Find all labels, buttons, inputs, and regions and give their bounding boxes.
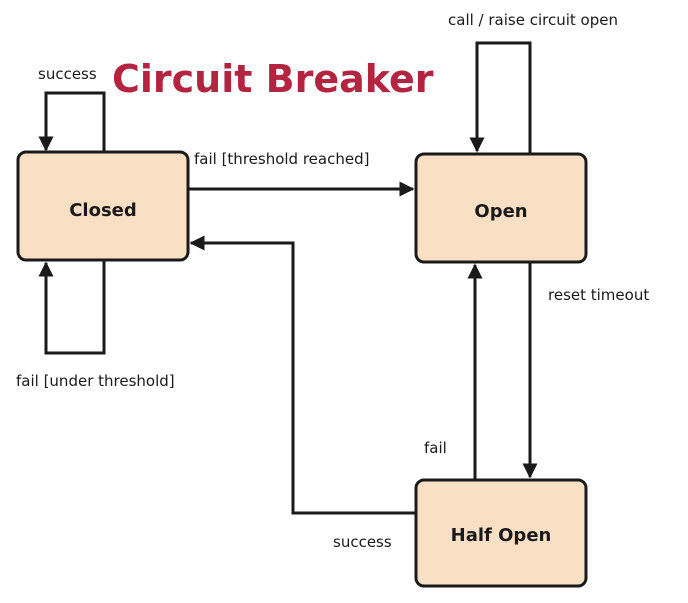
diagram-title: Circuit Breaker: [112, 57, 434, 101]
edge-half-open-to-closed: [189, 235, 416, 515]
edge-closed-self-fail: [38, 260, 106, 355]
state-closed: Closed: [16, 150, 190, 262]
state-half-open-label: Half Open: [451, 525, 552, 546]
edge-label-closed-to-open: fail [threshold reached]: [194, 150, 369, 168]
state-open-box: [414, 152, 588, 264]
edge-label-half-open-to-open: fail: [424, 439, 447, 457]
edge-label-closed-self-fail: fail [under threshold]: [16, 372, 175, 390]
state-half-open: Half Open: [414, 478, 588, 588]
state-closed-label: Closed: [69, 200, 137, 221]
state-open-label: Open: [474, 201, 527, 222]
edge-open-self: [469, 41, 532, 154]
state-open: Open: [414, 152, 588, 264]
edge-closed-self-success: [38, 91, 106, 152]
edge-label-open-self: call / raise circuit open: [448, 11, 618, 29]
state-half-open-box: [414, 478, 588, 588]
edge-label-open-to-half-open: reset timeout: [548, 286, 649, 304]
edge-label-closed-self-success: success: [38, 65, 97, 83]
edge-label-half-open-to-closed: success: [333, 533, 392, 551]
